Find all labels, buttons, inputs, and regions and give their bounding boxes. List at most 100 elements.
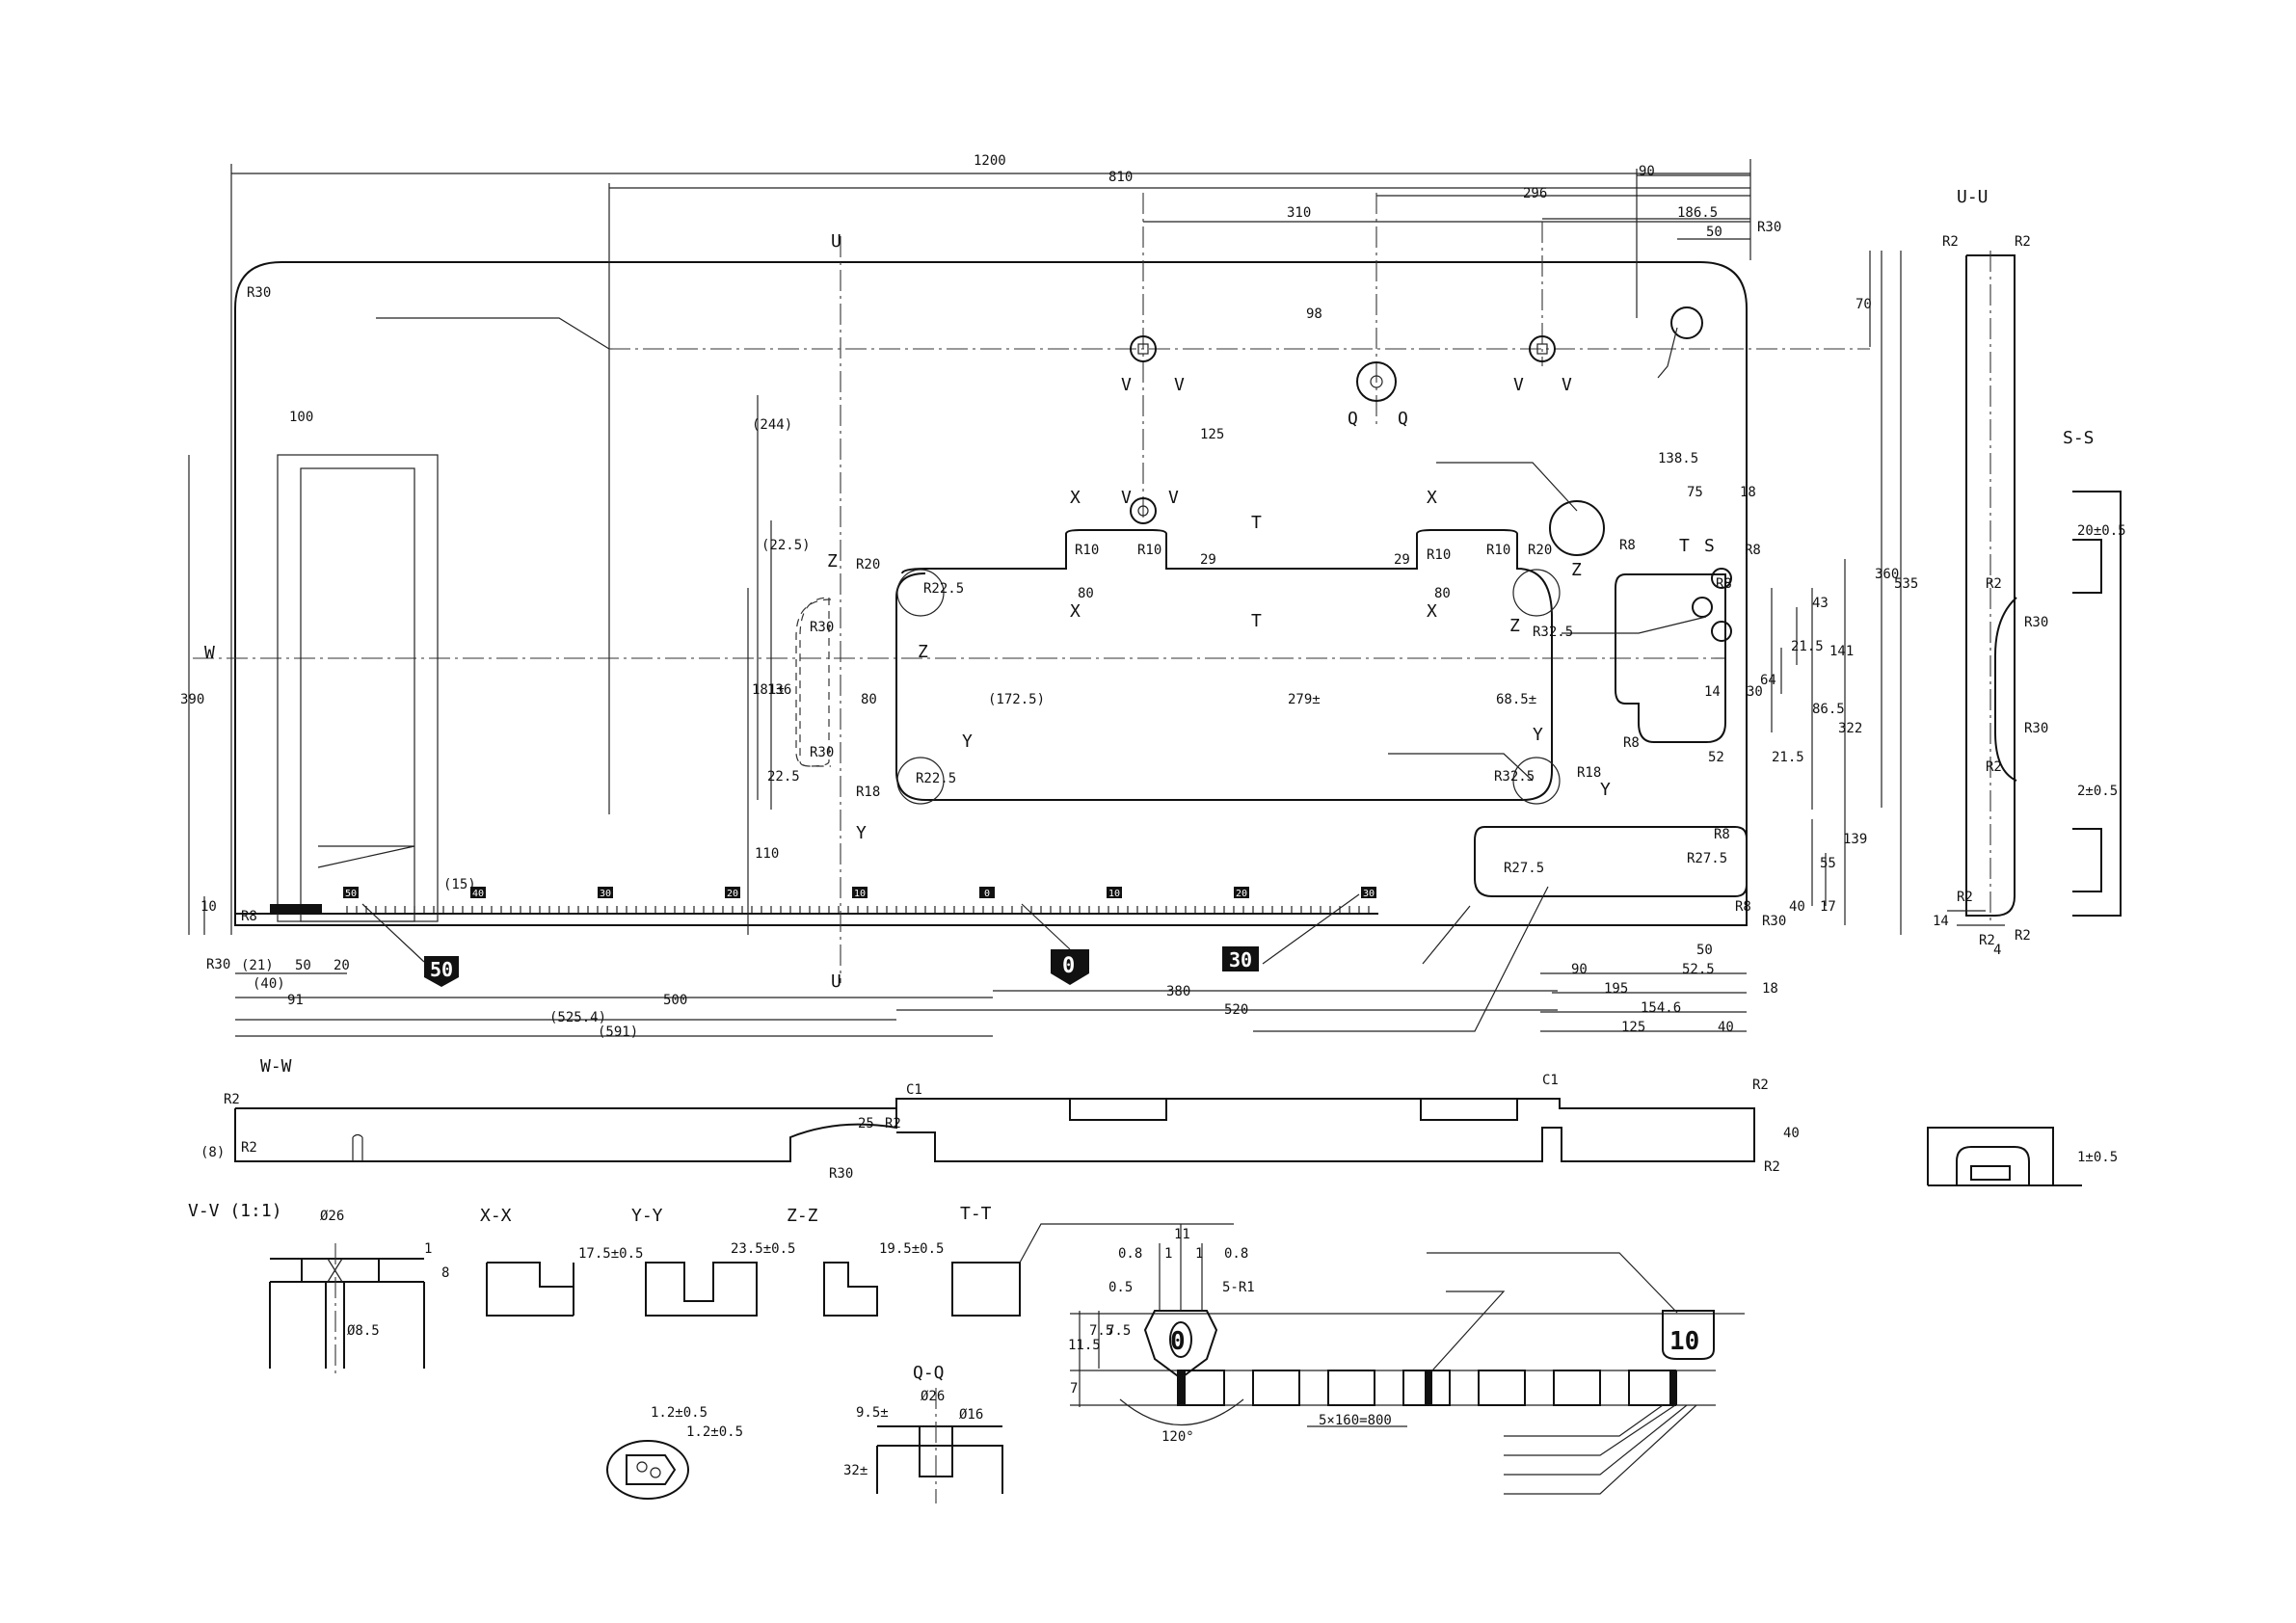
dim-525-4: (525.4) [549,1010,606,1025]
dim-141: 141 [1829,644,1854,659]
radius: R30 [206,957,230,972]
dim: 17.5±0.5 [578,1246,643,1262]
radius: R32.5 [1533,625,1573,640]
dim-50c: 50 [1696,943,1713,958]
radius: R18 [1577,765,1601,781]
dim: 32± [843,1463,868,1478]
scale-mark: 10 [1108,889,1120,899]
dim-40b: 40 [1718,1020,1734,1035]
radius: R2 [1764,1159,1780,1175]
view-x-x: X-X 17.5±0.5 [480,1206,643,1317]
section-marker: Y [1600,780,1611,800]
dim-296: 296 [1523,186,1547,201]
dim-90b: 90 [1571,962,1588,977]
dim-21-5b: 21.5 [1772,750,1804,765]
dim-21-5a: 21.5 [1791,639,1824,654]
view-title: S-S [2063,428,2095,448]
dim-500: 500 [663,993,687,1008]
radius: R2 [1957,890,1973,905]
dim: 25 [858,1116,874,1131]
dim: 9.5± [856,1405,889,1421]
radius: R32.5 [1494,769,1535,785]
section-marker: X [1070,601,1081,622]
section-marker: V [1168,488,1179,508]
dim-195: 195 [1604,981,1628,997]
dim: 14 [1933,914,1949,929]
section-marker: T [1251,513,1262,533]
radius: R2 [1986,576,2002,592]
dim-810: 810 [1108,170,1133,185]
ruler-glyph: 10 [1669,1327,1699,1356]
radius: 5-R1 [1222,1280,1255,1295]
scale-mark: 30 [600,889,611,899]
dim: 1 [1164,1246,1172,1262]
dim: 1 [1195,1246,1203,1262]
dim: 4 [1993,943,2001,958]
scale-mark: 20 [727,889,738,899]
radius: R2 [1942,234,1959,250]
scale-mark: 20 [1236,889,1247,899]
view-title: V-V (1:1) [188,1201,282,1221]
dim-125: 125 [1200,427,1224,442]
section-marker: Z [918,642,928,662]
dim-80b: 80 [1434,586,1451,601]
view-v-v: V-V (1:1) Ø26 1 8 Ø8.5 [188,1201,449,1378]
dim-40: (40) [253,976,285,992]
dim-20: 20 [334,958,350,973]
dim-22-5a: (22.5) [761,538,811,553]
radius: R22.5 [916,771,956,786]
dim-535: 535 [1894,576,1918,592]
view-z-z: Z-Z 19.5±0.5 [787,1206,944,1317]
dim-52-5: 52.5 [1682,962,1715,977]
dim: 2±0.5 [2077,784,2118,799]
scale-marker-30: 30 [1229,948,1252,971]
scale-mark: 40 [472,889,484,899]
radius: R8 [1735,899,1751,915]
dim: 5×160=800 [1319,1413,1392,1428]
section-marker: X [1427,601,1437,622]
view-w-w: W-W R2 R2 R2 R2 R2 (8) 25 C1 C1 R30 40 [200,1056,1800,1182]
dim-30: 30 [1747,684,1763,700]
section-marker: S [1704,536,1715,556]
chamfer: C1 [1542,1073,1559,1088]
dim: 11 [1174,1227,1190,1242]
dim-15: (15) [443,877,476,892]
dim: 40 [1783,1126,1800,1141]
radius: R2 [2015,234,2031,250]
dim: 7 [1070,1381,1078,1397]
section-marker: Q [1348,409,1358,429]
dim: 7.5 [1089,1323,1113,1339]
radius: R30 [247,285,271,301]
radius: R10 [1075,543,1099,558]
dim-75: 75 [1687,485,1703,500]
dim: 8 [441,1265,449,1281]
radius: R8 [1619,538,1636,553]
dim-14: 14 [1704,684,1721,700]
dim-154-6: 154.6 [1641,1000,1681,1016]
dim-70: 70 [1855,297,1872,312]
dim-80c: 80 [861,692,877,707]
dim-360: 360 [1875,567,1899,582]
dim: 0.8 [1224,1246,1248,1262]
dim-50: 50 [1706,225,1722,240]
dim-40v: 40 [1789,899,1805,915]
angle: 120° [1161,1429,1194,1445]
dim-91: 91 [287,993,304,1008]
section-marker: V [1121,488,1132,508]
scale-marker-0: 0 [1062,954,1075,978]
scale-marker-50: 50 [430,958,453,981]
dim-186-5: 186.5 [1677,205,1718,221]
dim-22-5b: 22.5 [767,769,800,785]
radius: R20 [1528,543,1552,558]
dim-80a: 80 [1078,586,1094,601]
section-marker: Y [962,732,973,752]
radius: R27.5 [1504,861,1544,876]
radius: R2 [224,1092,240,1107]
dim-100: 100 [289,410,313,425]
radius: R8 [1716,576,1732,592]
radius-r30-top: R30 [1757,220,1781,235]
dim: 19.5±0.5 [879,1241,944,1257]
radius: R30 [2024,721,2048,736]
radius: R30 [810,745,834,760]
scale-mark: 50 [345,889,357,899]
